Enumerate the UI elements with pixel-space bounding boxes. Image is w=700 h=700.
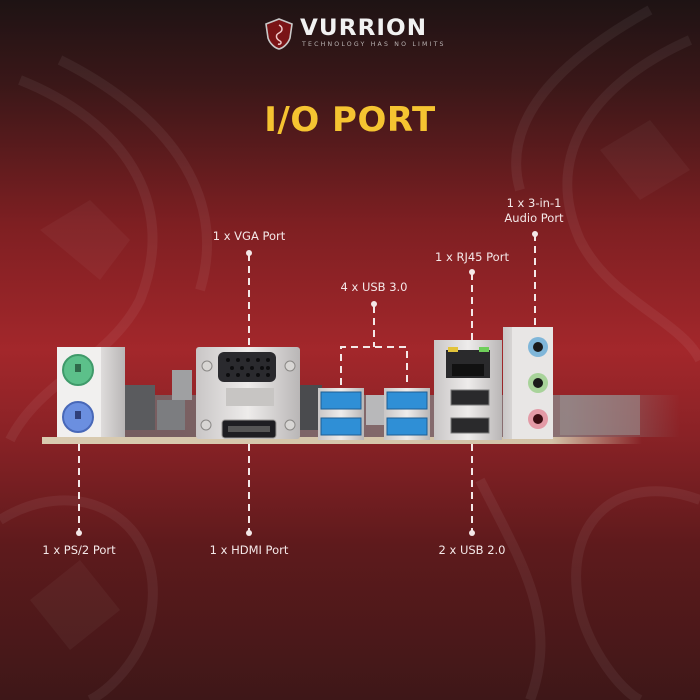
brand-logo: VURRION TECHNOLOGY HAS NO LIMITS [264,16,443,52]
vga-label: 1 x VGA Port [212,229,286,243]
usb2-port [450,417,490,434]
usb2-callout-dot [469,530,475,536]
ps2-callout-dot [76,530,82,536]
rj45-label: 1 x RJ45 Port [435,250,509,264]
hdmi-callout-dot [246,530,252,536]
brand-tagline: TECHNOLOGY HAS NO LIMITS [302,41,446,48]
ps2-label: 1 x PS/2 Port [42,543,116,557]
vga-callout-dot [246,250,252,256]
hdmi-label: 1 x HDMI Port [209,543,289,557]
audio-label-line2: Audio Port [504,211,564,225]
usb2-port [450,389,490,406]
usb3-port [386,417,428,436]
dragon-shield-icon [265,18,293,50]
usb3-callout-bracket [340,346,408,385]
usb2-label: 2 x USB 2.0 [438,543,506,557]
usb3-callout-dot [371,301,377,307]
pcb-edge [42,437,642,444]
audio-label-line1: 1 x 3-in-1 [506,196,562,210]
usb3-label: 4 x USB 3.0 [340,280,408,294]
rj45-callout-dot [469,269,475,275]
audio-ports [503,327,553,439]
usb3-port [320,391,362,410]
ps2-port [57,347,125,437]
vga-hdmi-bracket [196,347,300,439]
usb3-port [386,391,428,410]
usb3-port [320,417,362,436]
rj45-usb2-stack [434,340,502,440]
audio-callout-dot [532,231,538,237]
brand-name: VURRION [300,16,428,41]
usb3-ports [318,388,430,440]
page-title: I/O PORT [264,100,436,140]
vga-connector [218,352,276,382]
